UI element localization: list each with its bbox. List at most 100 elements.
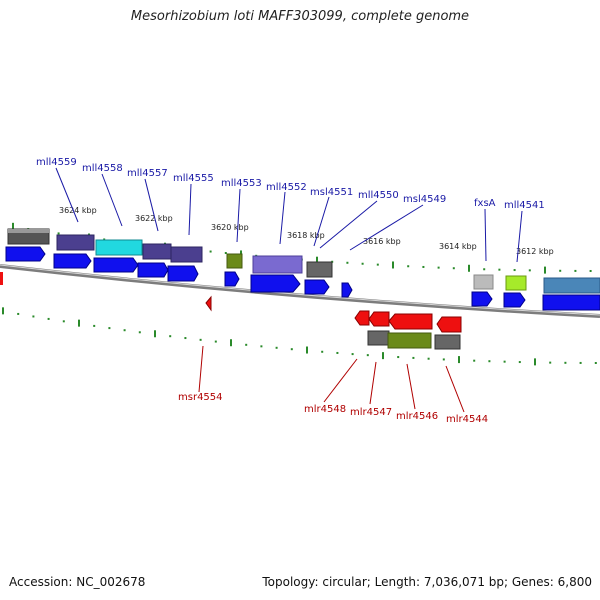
gene-arrow-forward[interactable] [167, 265, 199, 282]
minor-tick [260, 345, 263, 348]
minor-tick [57, 232, 60, 235]
minor-tick [214, 340, 217, 343]
minor-tick [528, 269, 531, 272]
reverse-arrows [0, 272, 462, 333]
minor-tick [224, 252, 227, 255]
scale-labels: 3624 kbp 3622 kbp 3620 kbp 3618 kbp 3616… [59, 206, 554, 256]
gene-arrow-forward[interactable] [471, 291, 493, 307]
minor-tick [103, 238, 106, 241]
gene-arrow-forward[interactable] [93, 257, 139, 273]
minor-tick [488, 360, 491, 363]
gene-label[interactable]: mll4541 [504, 200, 545, 211]
gene-box[interactable] [306, 261, 333, 278]
minor-tick [336, 351, 339, 354]
gene-label[interactable]: mll4550 [358, 190, 399, 201]
gene-arrow-forward[interactable] [5, 246, 46, 262]
gene-arrow-forward[interactable] [341, 282, 353, 298]
gene-arrow-reverse[interactable] [388, 313, 433, 330]
gene-label[interactable]: mlr4548 [304, 404, 346, 415]
minor-tick [376, 263, 379, 266]
gene-arrow-reverse[interactable] [0, 272, 3, 285]
gene-arrow-forward[interactable] [224, 271, 240, 287]
gene-label[interactable]: fxsA [474, 198, 496, 209]
minor-tick [579, 361, 582, 364]
major-tick [544, 266, 546, 274]
gene-box[interactable] [95, 239, 143, 256]
gene-label[interactable]: mll4552 [266, 182, 307, 193]
gene-arrow-forward[interactable] [250, 274, 301, 293]
gene-box[interactable] [387, 332, 432, 349]
minor-tick [549, 361, 552, 364]
gene-arrow-forward[interactable] [53, 253, 92, 269]
cog-boxes-reverse [367, 330, 461, 350]
gene-label[interactable]: mll4557 [127, 168, 168, 179]
minor-tick [412, 356, 415, 359]
gene-label[interactable]: mll4553 [221, 178, 262, 189]
gene-label[interactable]: mlr4544 [446, 414, 488, 425]
gene-arrow-reverse[interactable] [205, 295, 212, 312]
kbp-label: 3614 kbp [439, 242, 477, 251]
major-tick [458, 356, 460, 364]
minor-tick [199, 338, 202, 341]
minor-tick [574, 269, 577, 272]
gene-arrow-forward[interactable] [304, 279, 330, 295]
reverse-gene-labels: msr4554 mlr4548 mlr4547 mlr4546 mlr4544 [178, 392, 488, 425]
minor-tick [473, 359, 476, 362]
gene-box[interactable] [505, 275, 527, 291]
gene-label[interactable]: mlr4547 [350, 407, 392, 418]
gene-label[interactable]: mll4558 [82, 163, 123, 174]
minor-tick [275, 346, 278, 349]
minor-tick [366, 354, 369, 357]
minor-tick [138, 331, 141, 334]
minor-tick [407, 265, 410, 268]
minor-tick [422, 265, 425, 268]
minor-tick [346, 261, 349, 264]
forward-arrows [5, 246, 600, 311]
gene-box[interactable] [473, 274, 494, 290]
kbp-label: 3622 kbp [135, 214, 173, 223]
kbp-label: 3624 kbp [59, 206, 97, 215]
minor-tick [209, 250, 212, 253]
major-tick [230, 339, 232, 347]
minor-tick [93, 324, 96, 327]
gene-label[interactable]: msl4551 [310, 187, 353, 198]
major-tick [78, 319, 80, 327]
minor-tick [108, 327, 111, 330]
gene-box[interactable] [226, 253, 243, 269]
gene-box-shine [8, 229, 49, 233]
gene-box[interactable] [434, 334, 461, 350]
gene-box[interactable] [543, 277, 600, 294]
major-tick [468, 264, 470, 272]
gene-arrow-reverse[interactable] [436, 316, 462, 333]
genome-backbone [0, 264, 600, 318]
kbp-label: 3620 kbp [211, 223, 249, 232]
minor-tick [62, 320, 65, 323]
gene-box[interactable] [170, 246, 203, 263]
gene-label[interactable]: mll4559 [36, 157, 77, 168]
gene-arrow-forward[interactable] [137, 262, 169, 278]
scale-ticks-lower [2, 307, 597, 366]
gene-arrow-forward[interactable] [542, 294, 600, 311]
major-tick [2, 307, 4, 315]
gene-label[interactable]: msr4554 [178, 392, 223, 403]
gene-arrow-reverse[interactable] [354, 310, 370, 326]
gene-box[interactable] [56, 234, 95, 251]
gene-label[interactable]: mlr4546 [396, 411, 438, 422]
gene-box[interactable] [367, 330, 390, 346]
major-tick [12, 222, 14, 230]
gene-label[interactable]: mll4555 [173, 173, 214, 184]
minor-tick [594, 361, 597, 364]
minor-tick [564, 361, 567, 364]
gene-arrow-forward[interactable] [503, 292, 526, 308]
label-leaders-reverse [198, 345, 465, 413]
major-tick [306, 346, 308, 354]
gene-label[interactable]: msl4549 [403, 194, 446, 205]
gene-box[interactable] [252, 255, 303, 274]
minor-tick [169, 335, 172, 338]
minor-tick [452, 267, 455, 270]
gene-box[interactable] [142, 243, 172, 260]
label-leaders [55, 167, 523, 263]
forward-gene-labels: mll4559 mll4558 mll4557 mll4555 mll4553 … [36, 157, 545, 211]
gene-arrow-reverse[interactable] [368, 311, 390, 327]
